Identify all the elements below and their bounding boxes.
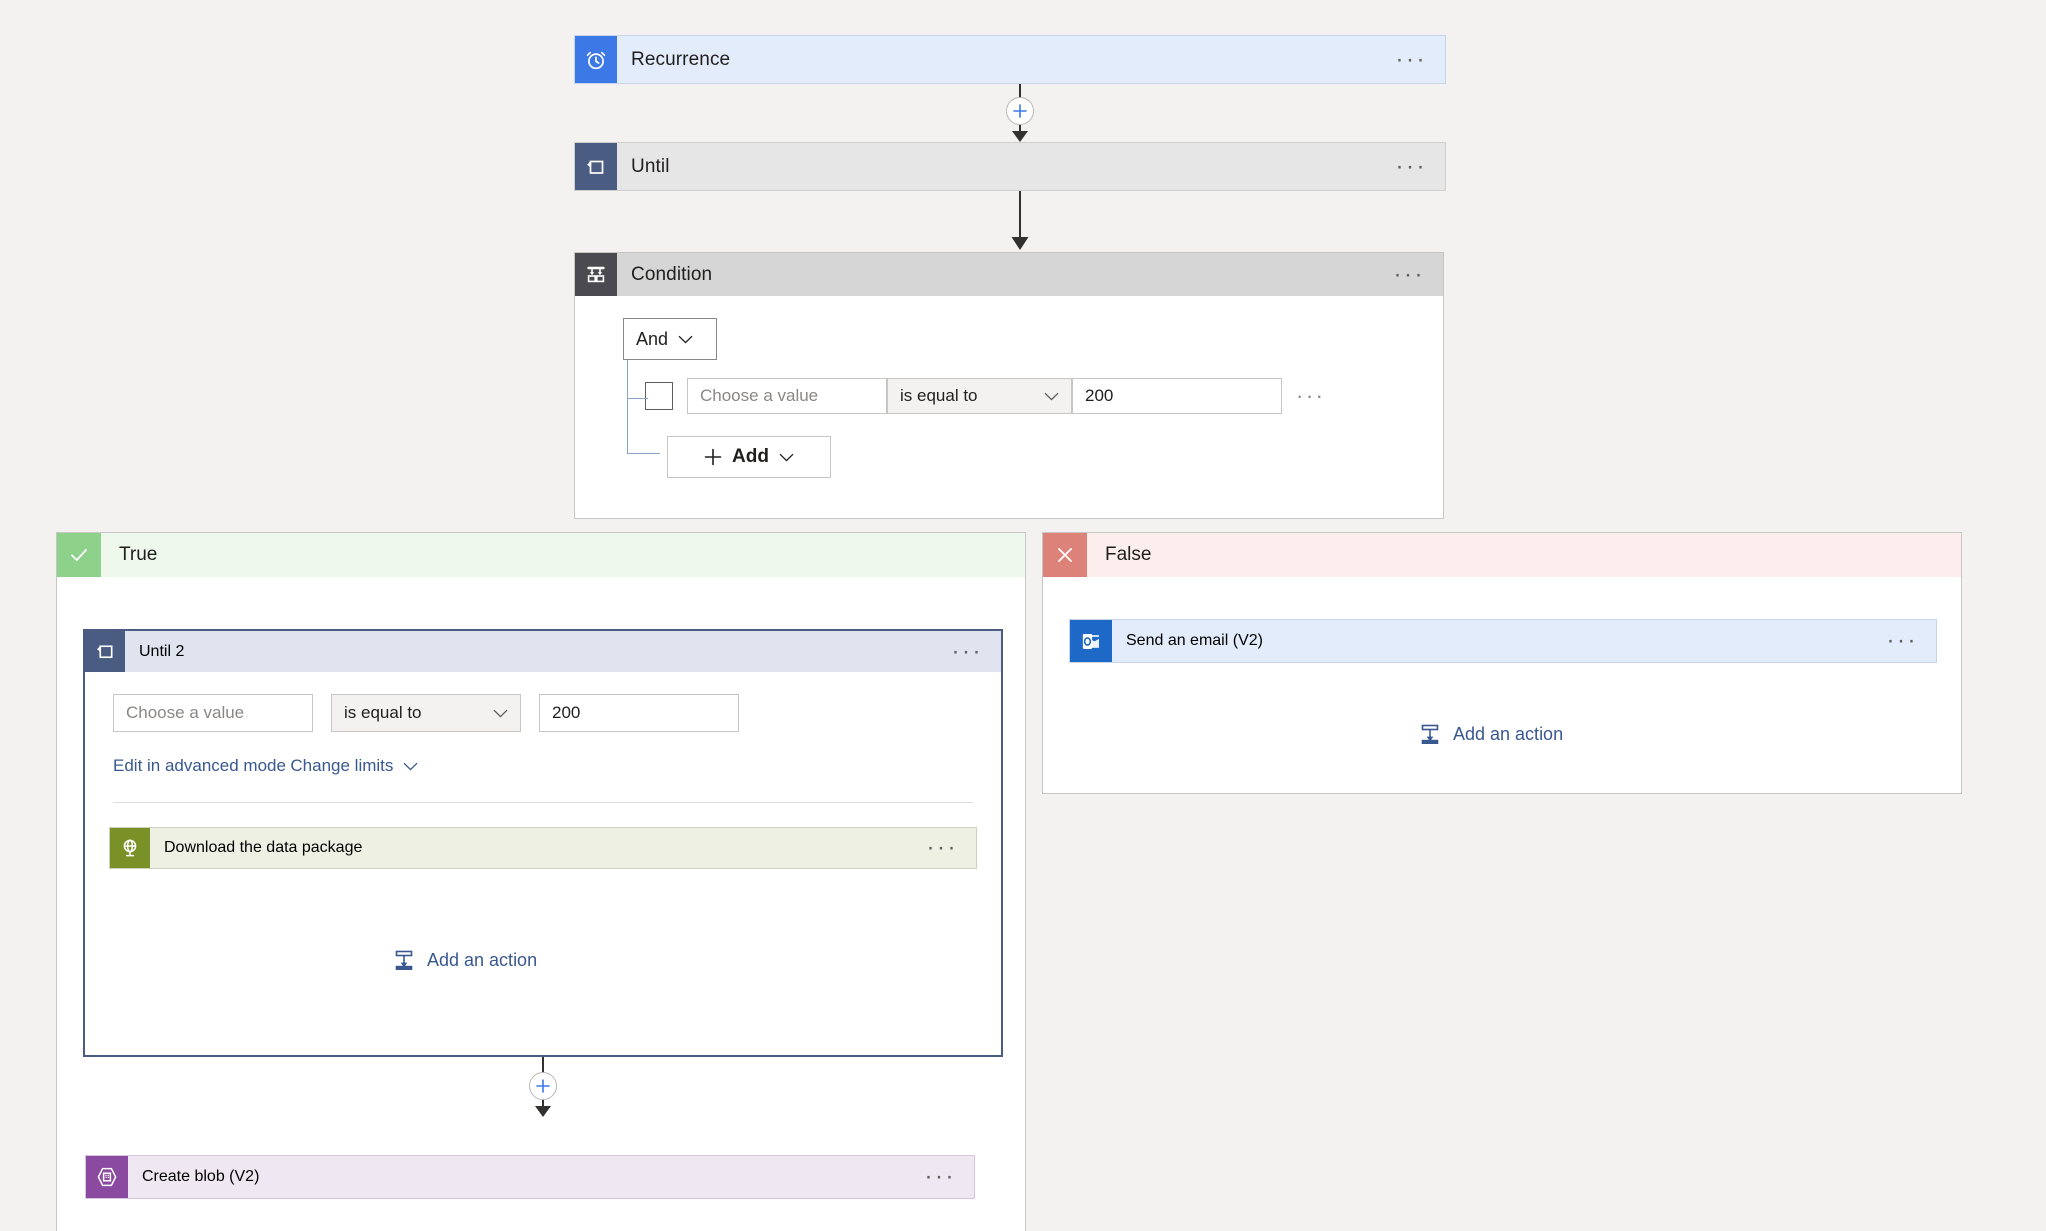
flow-node-create-blob[interactable]: Create blob (V2) ··· <box>85 1155 975 1199</box>
condition-add-button[interactable]: Add <box>667 436 831 478</box>
node-title: Download the data package <box>164 839 363 856</box>
node-title: Until <box>631 155 670 177</box>
add-action-label: Add an action <box>427 949 538 970</box>
condition-builder: And Choose a value is equal to 200 ··· <box>575 296 1443 478</box>
edit-advanced-mode-link[interactable]: Edit in advanced mode <box>113 756 286 775</box>
node-menu-button[interactable]: ··· <box>1395 152 1427 180</box>
insert-action-icon <box>395 950 413 971</box>
flow-node-body: Condition ··· <box>617 253 1443 296</box>
until2-header[interactable]: Until 2 ··· <box>85 631 1001 672</box>
add-action-label: Add an action <box>1453 723 1564 744</box>
node-title: Condition <box>631 263 713 285</box>
node-menu-button[interactable]: ··· <box>1393 260 1425 288</box>
node-menu-button[interactable]: ··· <box>951 637 983 665</box>
node-menu-button[interactable]: ··· <box>1886 627 1918 654</box>
condition-row: Choose a value is equal to 200 ··· <box>645 378 1443 414</box>
connector-until2-createblob <box>497 1057 589 1121</box>
flow-node-body: Send an email (V2) ··· <box>1112 620 1936 662</box>
close-x-icon <box>1043 533 1087 577</box>
connector-recurrence-until <box>974 84 1066 142</box>
condition-tree-connector <box>627 360 669 454</box>
condition-header[interactable]: Condition ··· <box>575 253 1443 296</box>
change-limits-link[interactable]: Change limits <box>290 756 418 776</box>
node-menu-button[interactable]: ··· <box>924 1163 956 1190</box>
connector-line <box>542 1057 544 1073</box>
chevron-down-icon <box>493 709 508 718</box>
true-branch-header: True <box>57 533 1025 577</box>
false-branch-header: False <box>1043 533 1961 577</box>
condition-value-input[interactable]: Choose a value <box>687 378 887 414</box>
flow-node-body: Until ··· <box>617 143 1445 190</box>
condition-false-branch: False Send an email (V2) ··· <box>1042 532 1962 794</box>
loop-icon <box>85 631 125 672</box>
operator-label: is equal to <box>900 386 978 405</box>
group-operator-label: And <box>636 328 669 349</box>
chevron-down-icon <box>678 335 693 344</box>
condition-branch-icon <box>575 253 617 296</box>
loop-icon <box>575 143 617 190</box>
node-title: Recurrence <box>631 48 731 70</box>
until2-value-input[interactable]: Choose a value <box>113 694 313 732</box>
insert-action-icon <box>1421 724 1439 745</box>
insert-step-button[interactable] <box>529 1072 557 1100</box>
condition-true-branch: True Until 2 ··· Choose a <box>56 532 1026 1231</box>
connector-line <box>542 1100 544 1108</box>
node-title: Create blob (V2) <box>142 1168 260 1185</box>
flow-node-until[interactable]: Until ··· <box>574 142 1446 191</box>
chevron-down-icon <box>779 453 794 462</box>
flow-node-recurrence[interactable]: Recurrence ··· <box>574 35 1446 84</box>
connector-arrow <box>1010 235 1030 255</box>
branch-label: False <box>1105 544 1152 565</box>
until2-compare-value-input[interactable]: 200 <box>539 694 739 732</box>
plus-icon <box>704 448 722 466</box>
flow-node-condition[interactable]: Condition ··· And Choose a value is equa… <box>574 252 1444 519</box>
condition-row-menu-button[interactable]: ··· <box>1296 383 1326 408</box>
connector-line <box>1019 191 1021 239</box>
connector-arrow <box>534 1104 552 1122</box>
http-globe-icon <box>110 828 150 868</box>
connector-until-condition <box>974 191 1066 253</box>
until2-operator-dropdown[interactable]: is equal to <box>331 694 521 732</box>
flow-node-body: Create blob (V2) ··· <box>128 1156 974 1198</box>
flow-node-body: Until 2 ··· <box>125 631 1001 672</box>
node-title: Send an email (V2) <box>1126 632 1263 649</box>
condition-operator-dropdown[interactable]: is equal to <box>887 378 1072 414</box>
connector-line <box>1019 84 1021 98</box>
section-divider <box>113 802 973 803</box>
chevron-down-icon <box>1044 392 1059 401</box>
flow-node-send-email[interactable]: Send an email (V2) ··· <box>1069 619 1937 663</box>
node-menu-button[interactable]: ··· <box>1395 45 1427 73</box>
operator-label: is equal to <box>344 703 422 722</box>
flow-node-download-data-package[interactable]: Download the data package ··· <box>109 827 977 869</box>
insert-step-button[interactable] <box>1006 97 1034 125</box>
condition-row-checkbox[interactable] <box>645 382 673 410</box>
flow-node-body: Download the data package ··· <box>150 828 976 868</box>
until2-body: Choose a value is equal to 200 Edit in a… <box>85 672 1001 803</box>
connector-line <box>1019 125 1021 133</box>
until2-condition-row: Choose a value is equal to 200 <box>113 694 973 732</box>
branch-label: True <box>119 544 158 565</box>
node-menu-button[interactable]: ··· <box>926 834 958 861</box>
chevron-down-icon <box>403 762 418 771</box>
flow-node-body: Recurrence ··· <box>617 36 1445 83</box>
add-action-button-until2[interactable]: Add an action <box>393 949 537 971</box>
flow-node-until-2[interactable]: Until 2 ··· Choose a value is equal to 2… <box>83 629 1003 1057</box>
add-label: Add <box>732 446 769 467</box>
checkmark-icon <box>57 533 101 577</box>
azure-blob-icon <box>86 1156 128 1198</box>
change-limits-label: Change limits <box>290 756 394 775</box>
outlook-icon <box>1070 620 1112 662</box>
alarm-clock-icon <box>575 36 617 83</box>
connector-arrow <box>1011 129 1029 147</box>
condition-group-operator-dropdown[interactable]: And <box>623 318 717 360</box>
node-title: Until 2 <box>139 642 185 660</box>
condition-compare-value-input[interactable]: 200 <box>1072 378 1282 414</box>
add-action-button-false[interactable]: Add an action <box>1419 723 1563 745</box>
